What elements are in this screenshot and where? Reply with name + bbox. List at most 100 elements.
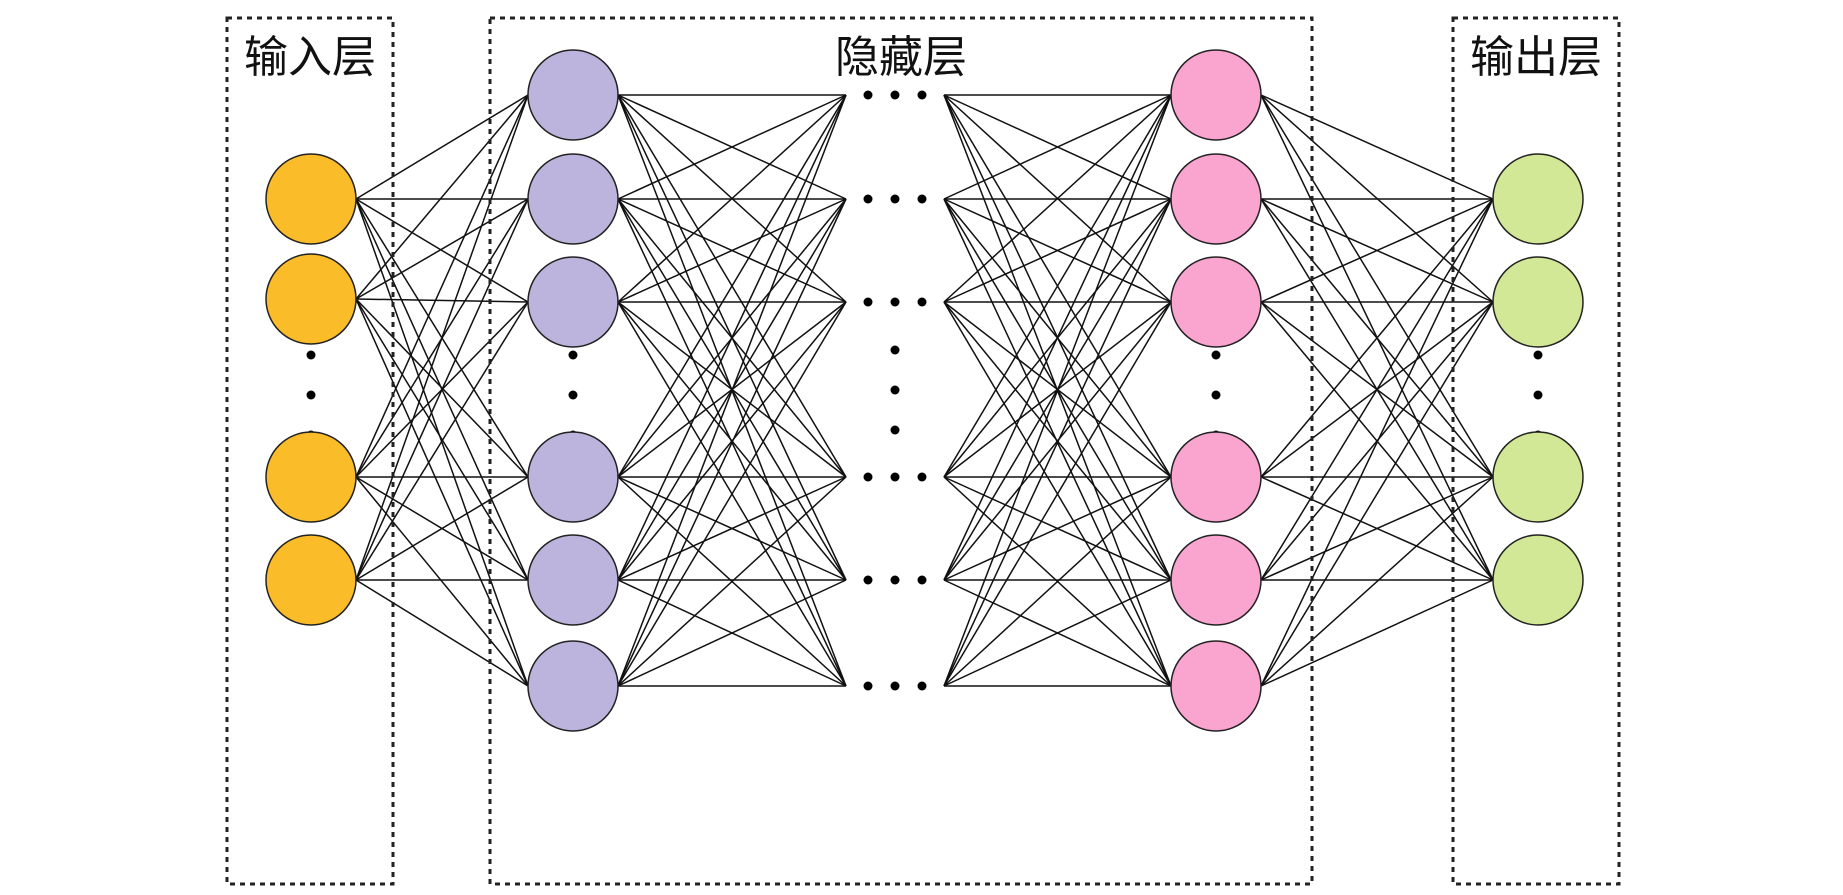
ellipsis-dot [890, 385, 900, 395]
ellipsis-dot [890, 90, 900, 100]
hidden-neuron [1170, 153, 1262, 245]
neurons [265, 49, 1584, 732]
hidden-neuron [527, 431, 619, 523]
connection-line [1260, 94, 1494, 478]
connection-line [943, 301, 1172, 687]
hidden-layer-title: 隐藏层 [835, 32, 967, 83]
hidden-neuron [1170, 534, 1262, 626]
ellipsis-dot [890, 425, 900, 435]
connections [355, 94, 1494, 687]
connection-line [617, 476, 847, 687]
hidden-neuron [527, 153, 619, 245]
ellipsis-dot [863, 681, 873, 691]
connection-line [943, 198, 1172, 687]
ellipsis-dot [917, 575, 927, 585]
connection-line [1260, 198, 1494, 303]
ellipsis-dot [917, 297, 927, 307]
connection-line [355, 94, 529, 478]
ellipsis-dot [917, 90, 927, 100]
connection-line [617, 94, 847, 687]
input-neuron [265, 534, 357, 626]
ellipsis-dot [863, 472, 873, 482]
connection-line [355, 298, 529, 687]
connection-line [617, 579, 847, 687]
hidden-neuron [1170, 49, 1262, 141]
connection-line [943, 94, 1172, 687]
connection-line [1260, 198, 1494, 478]
output-layer-title: 输出层 [1470, 32, 1602, 83]
connection-line [1260, 476, 1494, 581]
ellipsis-dot [1533, 350, 1543, 360]
output-neuron [1492, 534, 1584, 626]
connection-line [943, 94, 1172, 303]
connection-line [617, 198, 847, 303]
input-neuron [265, 153, 357, 245]
output-neuron [1492, 256, 1584, 348]
connection-line [355, 476, 529, 687]
connection-line [355, 198, 529, 303]
connection-line [1260, 94, 1494, 200]
connection-line [617, 94, 847, 581]
connection-line [355, 94, 529, 200]
connection-line [617, 94, 847, 200]
connection-line [355, 579, 529, 687]
connection-line [355, 476, 529, 581]
ellipsis-dot [890, 345, 900, 355]
connection-line [943, 94, 1172, 581]
input-neuron [265, 253, 357, 345]
ellipsis-dot [890, 681, 900, 691]
output-neuron [1492, 431, 1584, 523]
connection-line [943, 94, 1172, 478]
ellipsis-dot [568, 350, 578, 360]
connection-line [943, 476, 1172, 687]
output-neuron [1492, 153, 1584, 245]
ellipsis-dot [306, 390, 316, 400]
connection-line [355, 94, 529, 300]
connection-line [943, 198, 1172, 303]
ellipsis-dot [917, 472, 927, 482]
hidden-neuron [527, 640, 619, 732]
output-layer-box [1451, 16, 1621, 886]
connection-line [1260, 579, 1494, 687]
ellipsis-dot [863, 297, 873, 307]
connection-line [355, 94, 529, 581]
connection-line [355, 301, 529, 581]
connection-line [1260, 301, 1494, 687]
connection-line [617, 301, 847, 687]
connection-line [355, 198, 529, 687]
hidden-neuron [1170, 256, 1262, 348]
ellipsis-dot [863, 90, 873, 100]
connection-line [617, 94, 847, 478]
input-layer-box [225, 16, 395, 886]
ellipsis-dot [306, 350, 316, 360]
ellipsis-dot [917, 194, 927, 204]
hidden-neuron [527, 534, 619, 626]
ellipsis-dot [890, 297, 900, 307]
connection-line [355, 198, 529, 581]
ellipsis-dot [890, 472, 900, 482]
connection-line [943, 579, 1172, 687]
ellipsis-dot [568, 390, 578, 400]
hidden-neuron [1170, 431, 1262, 523]
ellipsis-dot [890, 194, 900, 204]
connection-line [617, 94, 847, 303]
hidden-layer-box [488, 16, 1314, 886]
connection-line [355, 298, 529, 581]
connection-line [1260, 476, 1494, 687]
connection-line [1260, 198, 1494, 687]
connection-line [1260, 198, 1494, 581]
ellipsis-dot [863, 194, 873, 204]
ellipsis-dot [890, 575, 900, 585]
connection-line [355, 198, 529, 300]
ellipsis-dot [1533, 390, 1543, 400]
ellipsis-dot [1211, 350, 1221, 360]
connection-line [617, 476, 847, 581]
hidden-neuron [1170, 640, 1262, 732]
hidden-neuron [527, 49, 619, 141]
connection-line [943, 94, 1172, 200]
input-neuron [265, 431, 357, 523]
ellipsis-dot [1211, 390, 1221, 400]
connection-line [943, 476, 1172, 581]
ellipsis-dot [863, 575, 873, 585]
